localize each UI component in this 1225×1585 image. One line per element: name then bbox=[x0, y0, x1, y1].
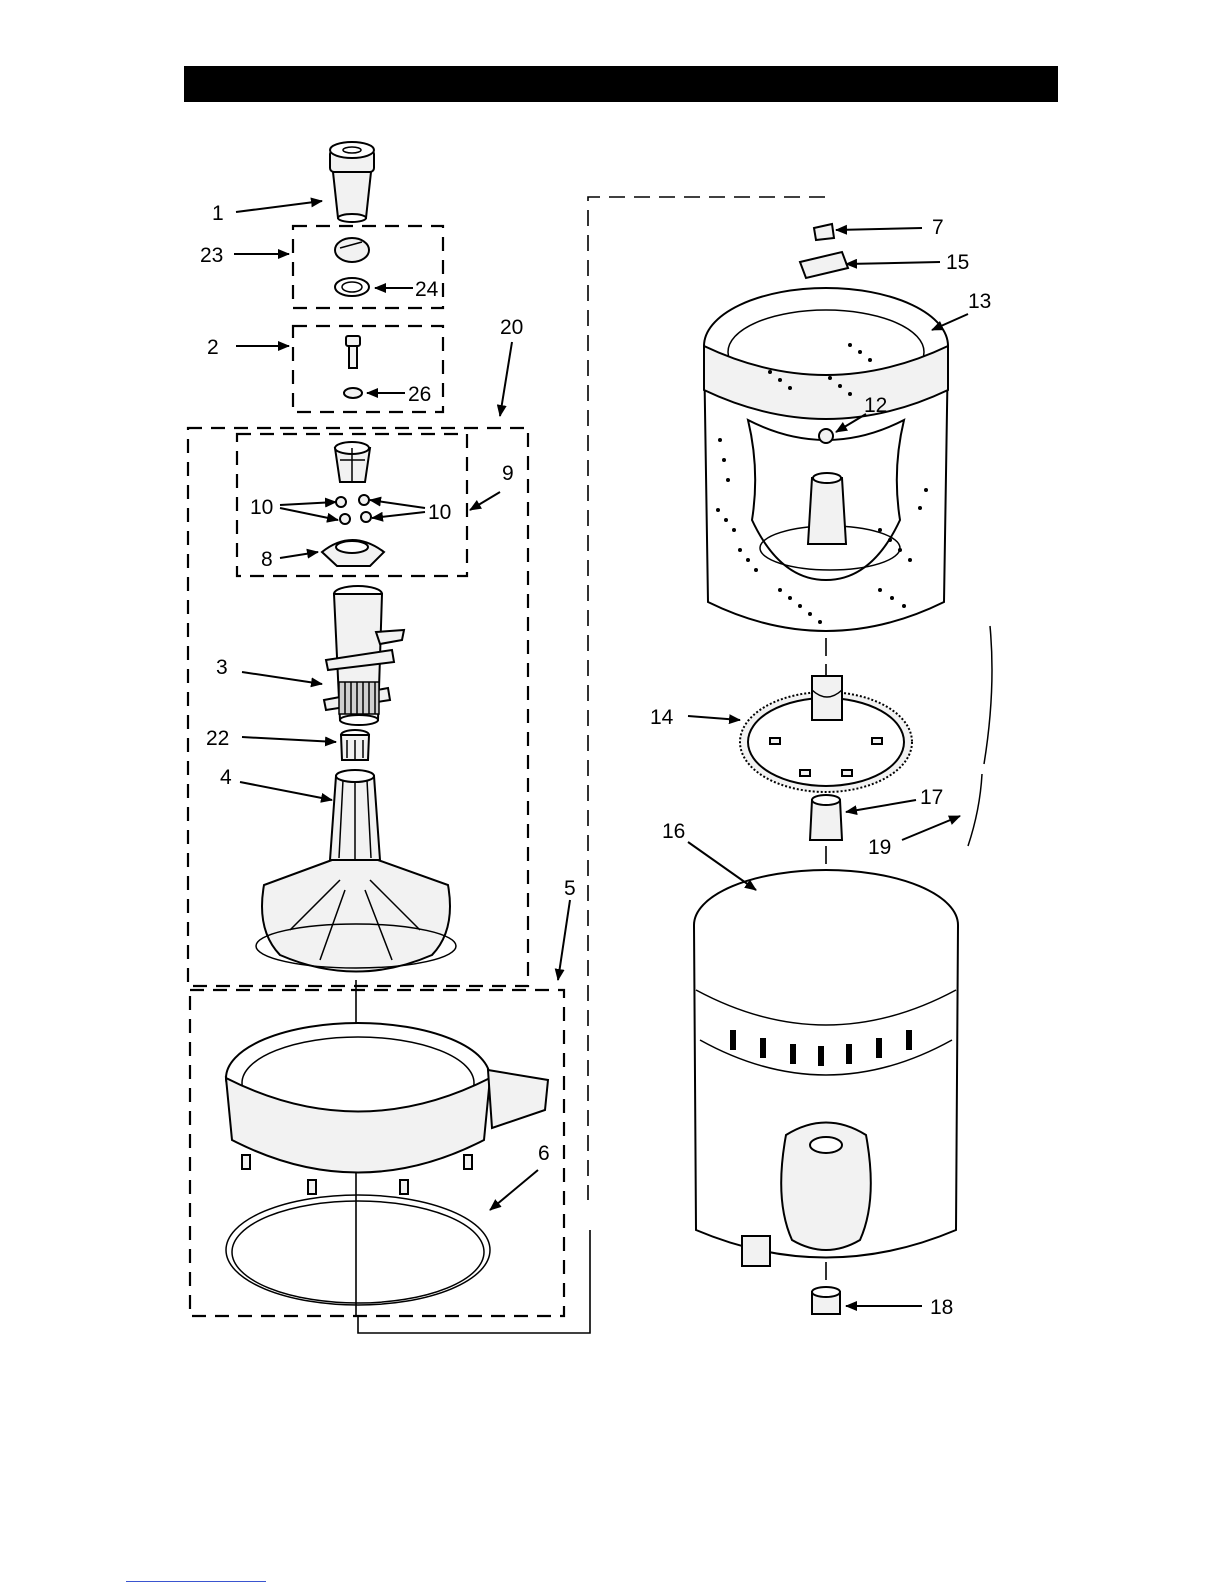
part-23-cam bbox=[335, 238, 369, 262]
callout-6: 6 bbox=[538, 1142, 550, 1165]
part-9-agitator-dogs bbox=[335, 442, 370, 482]
part-22-coupling bbox=[341, 730, 369, 760]
part-12-nut bbox=[819, 429, 833, 443]
part-14-impeller bbox=[740, 676, 912, 792]
part-19-hose bbox=[968, 626, 992, 846]
callout-23: 23 bbox=[200, 244, 223, 267]
callout-1: 1 bbox=[212, 202, 224, 225]
callout-10-right: 10 bbox=[428, 501, 451, 524]
part-5-tub-ring bbox=[226, 1023, 548, 1194]
callout-19: 19 bbox=[868, 836, 891, 859]
part-3-agitator-barrel bbox=[324, 586, 404, 725]
part-8-cam bbox=[322, 540, 384, 566]
callout-10-left: 10 bbox=[250, 496, 273, 519]
callout-14: 14 bbox=[650, 706, 674, 729]
callout-15: 15 bbox=[946, 251, 969, 274]
callout-8: 8 bbox=[261, 548, 273, 571]
callout-4: 4 bbox=[220, 766, 232, 789]
footer-link-underline bbox=[126, 1581, 266, 1582]
callout-5: 5 bbox=[564, 877, 576, 900]
part-13-basket bbox=[704, 288, 948, 631]
part-4-agitator-base bbox=[256, 770, 456, 972]
callout-7: 7 bbox=[932, 216, 944, 239]
callout-9: 9 bbox=[502, 462, 514, 485]
callout-16: 16 bbox=[662, 820, 685, 843]
callout-13: 13 bbox=[968, 290, 991, 313]
header-bar bbox=[184, 66, 1058, 102]
part-18-plug bbox=[812, 1287, 840, 1314]
callout-24: 24 bbox=[415, 278, 439, 301]
callout-17: 17 bbox=[920, 786, 943, 809]
part-17-coupling bbox=[810, 795, 842, 840]
callout-26: 26 bbox=[408, 383, 431, 406]
part-2-bolt bbox=[346, 336, 360, 368]
part-16-outer-tub bbox=[694, 870, 958, 1266]
part-1-agitator-cap bbox=[330, 142, 374, 222]
callout-22: 22 bbox=[206, 727, 229, 750]
callout-12: 12 bbox=[864, 394, 887, 417]
callout-2: 2 bbox=[207, 336, 219, 359]
part-26-washer bbox=[344, 388, 362, 398]
callout-18: 18 bbox=[930, 1296, 953, 1319]
connector-line-bottom bbox=[358, 1230, 590, 1333]
part-24-ring bbox=[335, 278, 369, 296]
callout-20: 20 bbox=[500, 316, 523, 339]
part-7-nut bbox=[814, 224, 834, 240]
callout-3: 3 bbox=[216, 656, 228, 679]
part-6-seal bbox=[226, 1195, 490, 1305]
part-10-dogs bbox=[336, 495, 371, 524]
part-15-clip bbox=[800, 252, 848, 278]
